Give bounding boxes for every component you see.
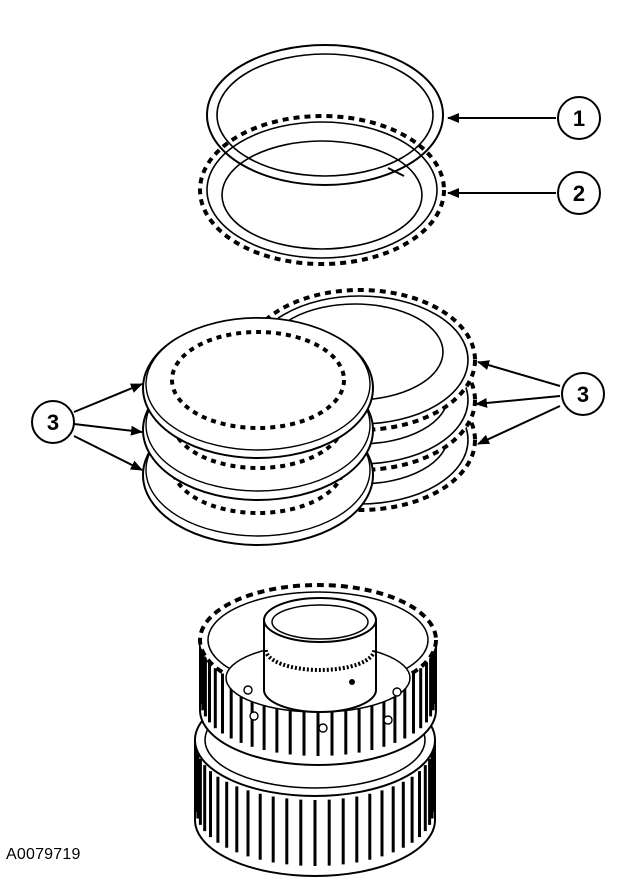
callout-3-right-label: 3 xyxy=(577,382,589,407)
clutch-drum-hub xyxy=(194,583,438,877)
callout-1-label: 1 xyxy=(573,106,585,131)
figure-id: A0079719 xyxy=(6,846,81,863)
leader-3-left-b xyxy=(73,423,143,436)
pressure-plate xyxy=(198,114,446,266)
leader-3-right-c xyxy=(477,405,561,445)
callout-3-left-label: 3 xyxy=(47,410,59,435)
callout-2-label: 2 xyxy=(573,181,585,206)
callout-2: 2 xyxy=(557,171,601,215)
callout-3-left: 3 xyxy=(31,400,75,444)
snap-ring xyxy=(206,44,444,186)
clutch-plates-left xyxy=(142,317,374,546)
leader-3-left-a xyxy=(73,383,143,413)
leader-3-left-c xyxy=(73,435,143,471)
callout-1: 1 xyxy=(557,96,601,140)
callout-3-right: 3 xyxy=(561,372,605,416)
leader-lines xyxy=(73,113,561,471)
leader-3-right-a xyxy=(477,360,561,387)
leader-3-right-b xyxy=(475,395,561,408)
